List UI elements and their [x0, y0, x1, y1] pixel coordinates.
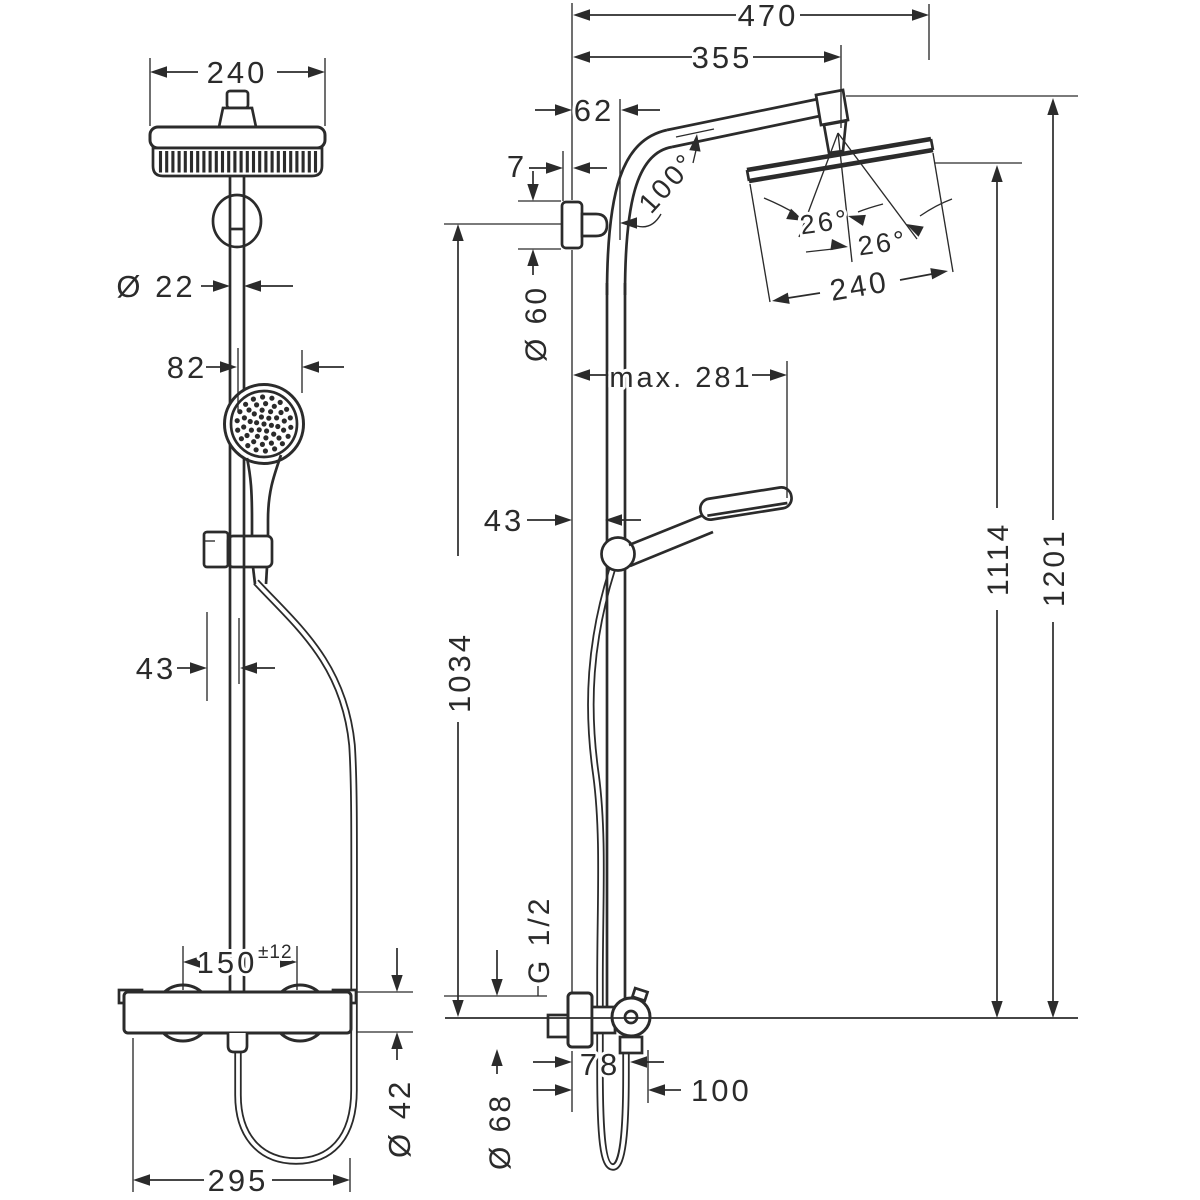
- dim-label-wall-to-bar: 43: [484, 503, 524, 538]
- dim-label-valve-width: 295: [208, 1163, 269, 1198]
- dim-slider-max: max. 281: [573, 359, 788, 498]
- dim-valve-diameter: Ø 42: [356, 948, 420, 1161]
- spray-face-dots-icon: [234, 394, 294, 454]
- dim-wall-to-hose: 78: [533, 1044, 664, 1085]
- riser-pipe-front: [228, 176, 246, 992]
- dim-label-height-head: 1114: [982, 522, 1015, 596]
- holder-pivot-icon: [600, 536, 636, 572]
- dim-label-hand-shower-width: 82: [167, 350, 207, 385]
- dim-label-thread: G 1/2: [523, 896, 556, 984]
- spray-band-stripes-icon: [158, 151, 318, 173]
- head-connector-icon: [225, 89, 250, 110]
- dim-head-width: 240: [149, 52, 326, 126]
- dim-label-bracket-diameter: Ø 60: [520, 285, 553, 362]
- hose-outlet-side-icon: [618, 1035, 644, 1055]
- spray-angle-lines: [798, 132, 918, 263]
- dim-label-escutcheon-diameter: Ø 68: [484, 1093, 517, 1170]
- dim-label-reach-total: 470: [738, 0, 799, 33]
- hand-shower-front: [223, 383, 305, 585]
- dim-label-wall-to-pipe: 62: [574, 93, 614, 128]
- dim-hand-shower-width: 82: [164, 347, 344, 412]
- shower-hose-side: [587, 568, 630, 1171]
- ball-joint-icon: [822, 119, 848, 155]
- dim-valve-width: 295: [132, 1038, 351, 1200]
- dim-label-union-tolerance: ±12: [258, 942, 293, 963]
- hand-shower-side: [600, 486, 793, 572]
- hose-outlet-icon: [226, 1033, 249, 1054]
- dim-label-union-spacing: 150: [197, 945, 258, 980]
- dim-union-spacing: 150 ±12: [182, 939, 298, 990]
- dim-reach-total: 470: [573, 0, 930, 60]
- thermostat-valve-front: [117, 983, 358, 1054]
- slider-holder-front: [202, 530, 274, 569]
- dim-wall-to-pipe: 62: [535, 90, 660, 240]
- dim-label-wall-to-hose: 78: [580, 1047, 620, 1082]
- wall-bracket-side: [560, 200, 609, 250]
- thermostat-valve-side: [546, 986, 652, 1055]
- shower-hose-front: [234, 579, 358, 1165]
- dim-label-reach-arm: 355: [692, 40, 753, 75]
- dim-label-slider-max: max. 281: [609, 362, 752, 394]
- dim-label-bracket-gap: 7: [507, 149, 527, 184]
- dim-reach-arm: 355: [573, 37, 842, 128]
- front-view: 240 Ø 22 82 43: [113, 52, 420, 1200]
- dim-label-valve-diameter: Ø 42: [382, 1079, 417, 1158]
- dim-holder-offset: 43: [133, 612, 275, 701]
- dim-bracket-gap: 7: [504, 146, 607, 201]
- dim-label-bar-height: 1034: [442, 632, 477, 713]
- valve-escutcheon-icon: [566, 991, 594, 1049]
- dim-label-wall-to-handle: 100: [691, 1073, 752, 1108]
- valve-body-icon: [122, 990, 353, 1035]
- dim-wall-to-bar: 43: [481, 500, 641, 541]
- dim-label-head-width: 240: [207, 55, 268, 90]
- dim-bar-height: 1034: [439, 223, 561, 1017]
- dim-label-holder-offset: 43: [136, 651, 176, 686]
- overhead-shower-front: [148, 89, 327, 178]
- dim-height-head: 1114: [935, 162, 1022, 1018]
- dim-label-pipe-diameter: Ø 22: [116, 269, 195, 304]
- dim-spray-angle-right: 26°: [805, 198, 953, 264]
- dim-escutcheon-diameter: Ø 68: [481, 950, 520, 1173]
- dim-bracket-diameter: Ø 60: [517, 171, 561, 365]
- dim-wall-to-handle: 100: [533, 1050, 752, 1111]
- dim-label-height-total: 1201: [1038, 528, 1071, 607]
- dim-thread: G 1/2: [444, 893, 559, 997]
- wall-bracket-front: [211, 193, 263, 249]
- dim-pipe-diameter: Ø 22: [113, 266, 293, 307]
- arm-connector-icon: [814, 88, 850, 127]
- dim-label-spray-angle-right: 26°: [856, 225, 910, 262]
- dim-height-total: 1201: [846, 95, 1078, 1018]
